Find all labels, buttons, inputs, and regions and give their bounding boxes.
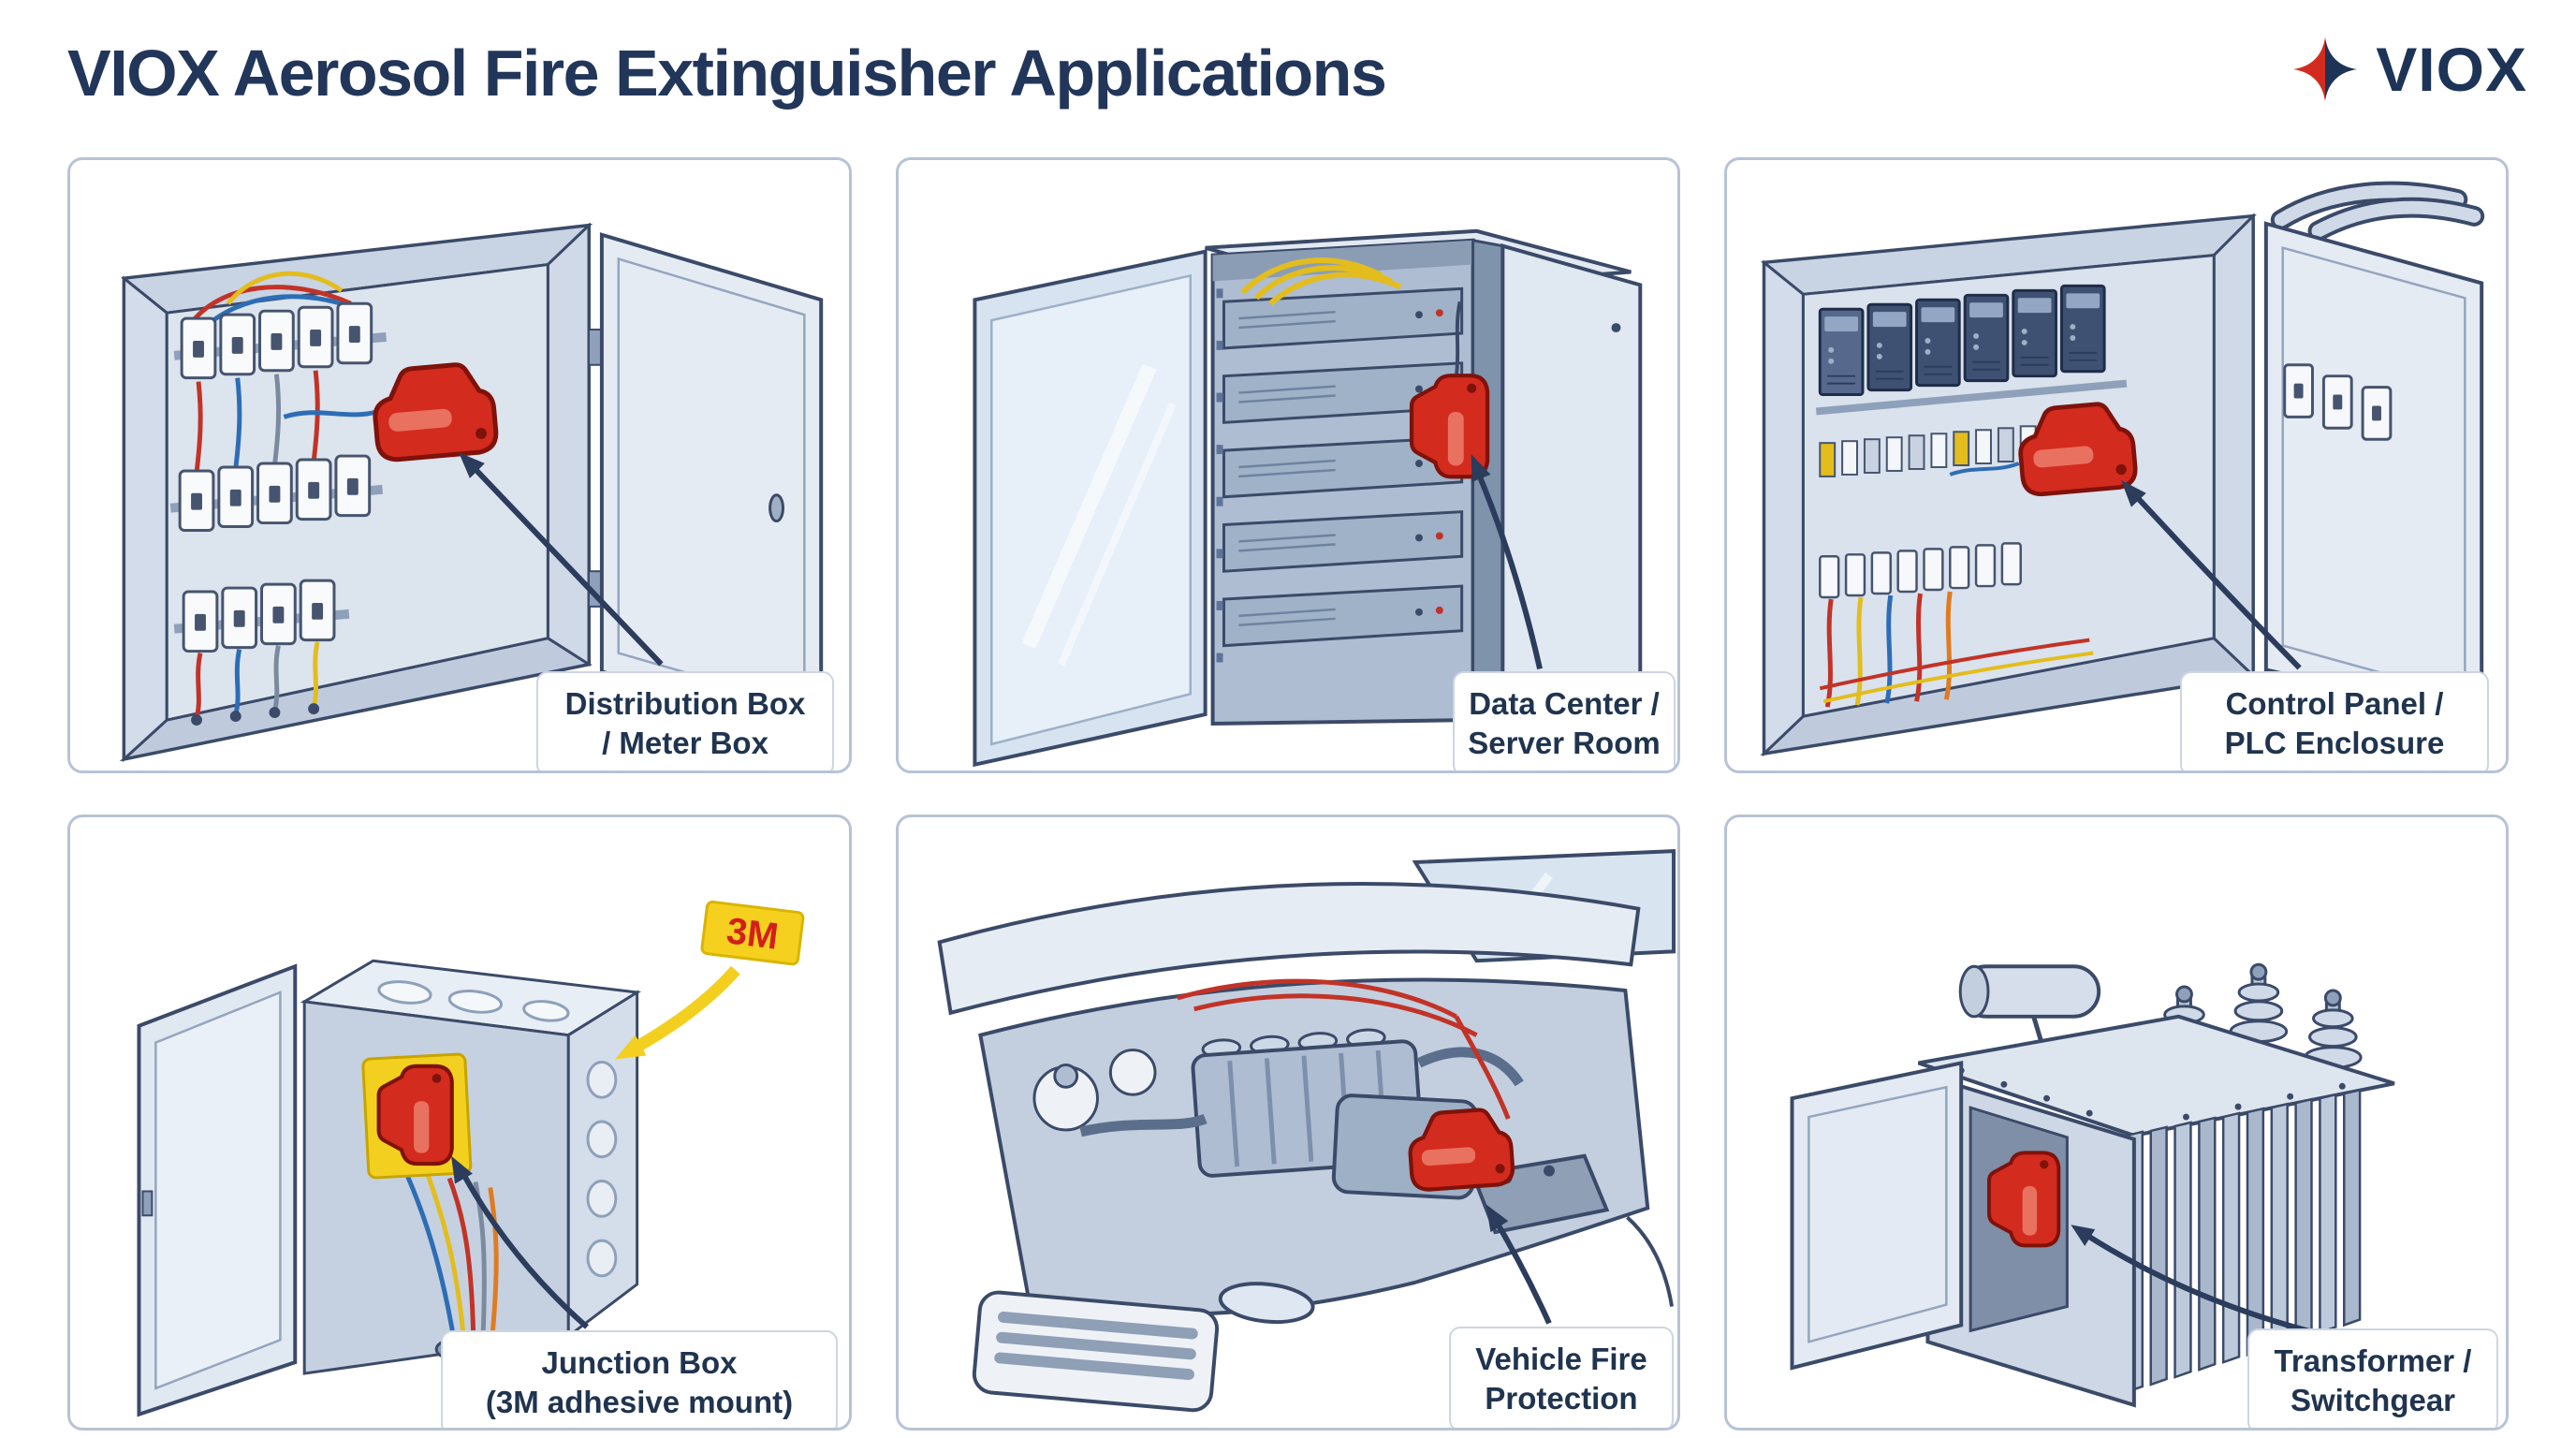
wiring-harness xyxy=(1177,978,1457,1020)
knockout-hole xyxy=(586,1120,618,1159)
3m-badge: 3M xyxy=(700,900,805,966)
label-line: Server Room xyxy=(1468,726,1661,761)
label-distribution-box: Distribution Box / Meter Box xyxy=(536,671,834,770)
label-line: Switchgear xyxy=(2290,1383,2456,1418)
aerosol-extinguisher-device xyxy=(1408,1108,1515,1192)
cooling-fins xyxy=(2125,1088,2362,1394)
door-breakers xyxy=(2283,363,2393,441)
server-units xyxy=(1222,286,1464,648)
mini-breaker-row xyxy=(1819,542,2022,599)
label-line: Distribution Box xyxy=(564,686,806,721)
label-junction-box: Junction Box (3M adhesive mount) xyxy=(441,1330,838,1428)
label-data-center: Data Center / Server Room xyxy=(1453,671,1676,770)
breaker-row-middle xyxy=(178,454,372,532)
adhesive-arrow xyxy=(628,965,740,1056)
label-line: PLC Enclosure xyxy=(2224,726,2445,761)
label-line: Transformer / xyxy=(2274,1343,2472,1378)
header: VIOX Aerosol Fire Extinguisher Applicati… xyxy=(0,0,2576,140)
viox-logo-text: VIOX xyxy=(2376,35,2527,104)
conduit-pipe xyxy=(2274,184,2465,227)
door-handle xyxy=(768,493,784,523)
pointer-arrow xyxy=(2122,481,2302,670)
label-control-panel: Control Panel / PLC Enclosure xyxy=(2180,671,2489,770)
hose xyxy=(1079,1113,1208,1137)
aerosol-extinguisher-device xyxy=(1987,1151,2061,1248)
panel-vehicle: Vehicle Fire Protection xyxy=(896,814,1680,1431)
vehicle-illustration xyxy=(937,849,1676,1413)
front-grille xyxy=(972,1290,1220,1413)
label-line: Junction Box xyxy=(541,1345,738,1380)
viox-logo: VIOX xyxy=(2291,34,2527,105)
application-grid: Distribution Box / Meter Box xyxy=(67,157,2509,1431)
label-line: Control Panel / xyxy=(2225,686,2444,721)
compartment-door xyxy=(1790,1061,1964,1371)
pointer-arrow xyxy=(456,1164,589,1329)
breaker-row-top xyxy=(180,301,373,380)
bushing xyxy=(2229,962,2289,1044)
aerosol-extinguisher-device xyxy=(376,1064,454,1167)
junction-box-illustration: 3M xyxy=(137,900,805,1417)
label-vehicle: Vehicle Fire Protection xyxy=(1449,1327,1674,1428)
knockout-hole xyxy=(447,990,503,1014)
knockout-hole xyxy=(586,1060,618,1099)
data-center-illustration xyxy=(973,228,1643,768)
enclosure-door xyxy=(2263,221,2484,721)
breaker-row-bottom xyxy=(182,579,336,653)
plc-modules xyxy=(1818,284,2106,397)
aerosol-extinguisher-device xyxy=(1409,374,1490,479)
3m-badge-text: 3M xyxy=(724,910,781,957)
pointer-arrow xyxy=(2080,1229,2331,1340)
label-line: Protection xyxy=(1485,1381,1638,1416)
knockout-hole xyxy=(586,1239,618,1278)
network-cables xyxy=(1240,257,1383,295)
viox-logo-icon xyxy=(2293,37,2358,101)
panel-distribution-box: Distribution Box / Meter Box xyxy=(67,157,852,773)
panel-junction-box: 3M Junction Box (3M adhesive mount) xyxy=(67,814,852,1431)
bushing xyxy=(2304,989,2363,1069)
control-panel-illustration xyxy=(1760,181,2485,757)
label-line: Vehicle Fire xyxy=(1475,1342,1647,1376)
label-line: (3M adhesive mount) xyxy=(485,1385,794,1420)
page-title: VIOX Aerosol Fire Extinguisher Applicati… xyxy=(67,37,1387,110)
conduit-pipe xyxy=(2311,200,2481,238)
panel-control-panel: Control Panel / PLC Enclosure xyxy=(1724,157,2509,773)
fluid-reservoir xyxy=(1108,1049,1157,1096)
pointer-arrow xyxy=(1473,467,1543,670)
knockout-hole xyxy=(377,980,432,1005)
open-hood xyxy=(937,881,1641,1016)
transformer-illustration xyxy=(1790,962,2395,1408)
aerosol-extinguisher-device xyxy=(373,362,499,462)
pointer-arrow xyxy=(467,461,664,667)
panel-transformer: Transformer / Switchgear xyxy=(1724,814,2509,1431)
knockout-hole xyxy=(586,1180,618,1218)
label-line: Data Center / xyxy=(1469,686,1660,721)
label-line: / Meter Box xyxy=(602,726,768,761)
headlight xyxy=(1218,1282,1315,1325)
aerosol-extinguisher-device xyxy=(2018,402,2138,497)
label-transformer: Transformer / Switchgear xyxy=(2247,1328,2498,1428)
panel-data-center: Data Center / Server Room xyxy=(896,157,1680,773)
knockout-hole xyxy=(522,1000,570,1022)
